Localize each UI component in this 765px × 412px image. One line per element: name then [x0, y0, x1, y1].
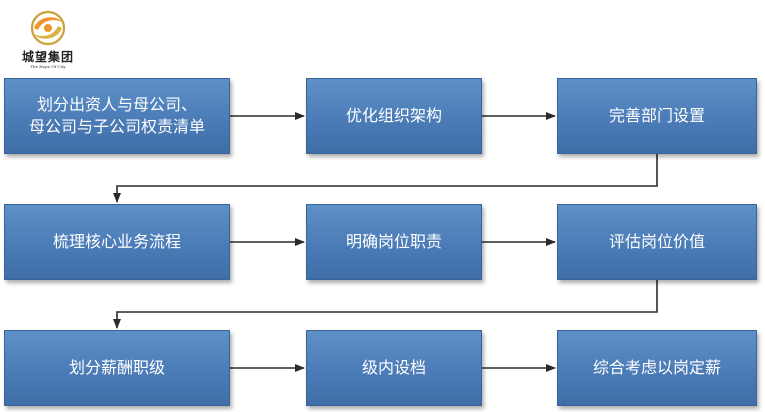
step-label: 梳理核心业务流程: [52, 232, 181, 251]
arrow-step3-to-step4: [113, 154, 658, 203]
step-clarify-job-duties: 明确岗位职责: [306, 204, 482, 280]
step-divide-salary-grades: 划分薪酬职级: [4, 330, 230, 406]
step-improve-department-setup: 完善部门设置: [557, 78, 757, 154]
logo-emblem-icon: [30, 10, 66, 46]
company-logo: 城望集团 The Hope Of City: [8, 4, 88, 70]
step-label: 完善部门设置: [608, 106, 705, 125]
step-label-line: 母公司与子公司权责清单: [28, 117, 205, 136]
arrow-step6-to-step7: [113, 280, 658, 329]
step-set-levels-within-grade: 级内设档: [306, 330, 482, 406]
logo-name: 城望集团: [21, 50, 74, 64]
step-sort-core-processes: 梳理核心业务流程: [4, 204, 230, 280]
logo-subtitle: The Hope Of City: [30, 64, 66, 69]
step-label: 划分薪酬职级: [68, 358, 165, 377]
step-label: 评估岗位价值: [608, 232, 705, 251]
step-label: 明确岗位职责: [345, 232, 442, 251]
step-label: 综合考虑以岗定薪: [592, 358, 721, 377]
step-label: 优化组织架构: [345, 106, 442, 125]
step-evaluate-job-value: 评估岗位价值: [557, 204, 757, 280]
step-optimize-org-structure: 优化组织架构: [306, 78, 482, 154]
step-label-line: 划分出资人与母公司、: [36, 95, 197, 114]
step-pay-by-position: 综合考虑以岗定薪: [557, 330, 757, 406]
step-define-rights-list: 划分出资人与母公司、 母公司与子公司权责清单: [4, 78, 230, 154]
step-label: 级内设档: [361, 358, 426, 377]
